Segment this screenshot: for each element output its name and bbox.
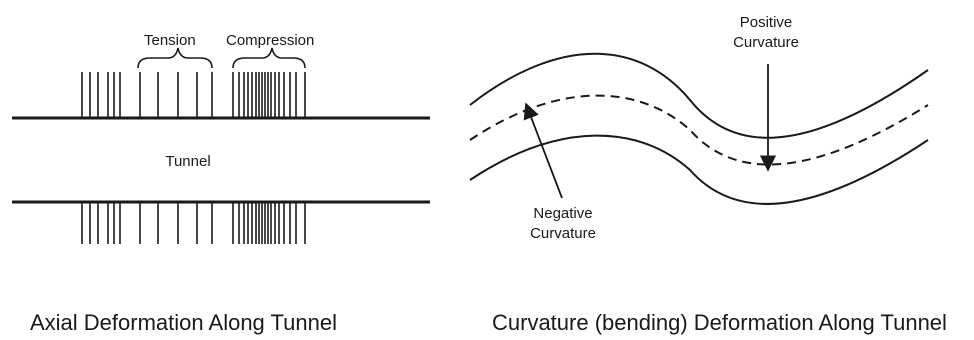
- tension-label: Tension: [144, 32, 196, 49]
- axial-deformation-panel: Tension Compression Tunnel Axial Deforma…: [12, 32, 430, 335]
- negative-curvature-arrow: [523, 102, 563, 199]
- tunnel-centerline-curve: [469, 94, 929, 166]
- negative-curvature-label-line1: Negative: [533, 205, 592, 222]
- tunnel-upper-wall-curve: [469, 52, 929, 139]
- tunnel-label: Tunnel: [165, 153, 210, 170]
- positive-curvature-label-line1: Positive: [740, 14, 793, 31]
- tension-brace: [137, 47, 213, 69]
- curvature-caption: Curvature (bending) Deformation Along Tu…: [492, 310, 947, 335]
- axial-ticks-bottom: [81, 202, 306, 244]
- negative-curvature-label-line2: Curvature: [530, 225, 596, 242]
- axial-ticks-top: [81, 72, 306, 118]
- compression-label: Compression: [226, 32, 314, 49]
- compression-brace: [232, 47, 306, 69]
- positive-curvature-label-line2: Curvature: [733, 34, 799, 51]
- axial-caption: Axial Deformation Along Tunnel: [30, 310, 337, 335]
- curvature-deformation-panel: Positive Curvature Negative Curvature Cu…: [469, 14, 947, 335]
- tunnel-lower-wall-curve: [469, 134, 929, 206]
